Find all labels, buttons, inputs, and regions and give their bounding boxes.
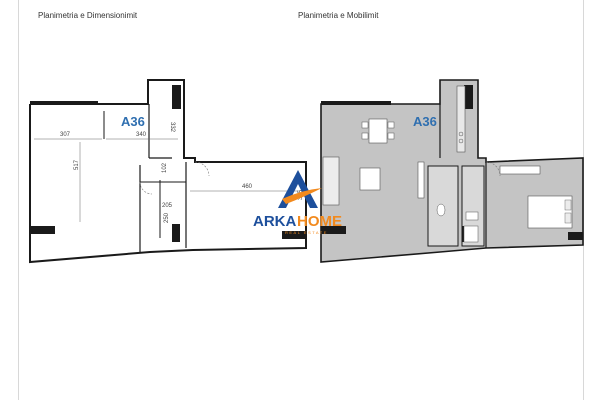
logo-roof-shape [278,170,318,208]
plan-left-outline [29,79,307,264]
sofa [322,156,340,206]
logo-tagline: REAL ESTATE [285,230,328,235]
dining-table [368,118,388,144]
wall-block [321,226,346,234]
chair [361,121,369,129]
door-swing [139,181,153,195]
pillow [564,212,572,224]
wardrobe [499,165,541,175]
dim-460: 460 [242,184,253,190]
wall-block [30,226,55,234]
cooktop-burner [458,131,464,137]
logo-text-home: HOME [297,213,342,230]
logo-text-arka: ARKA [253,213,296,230]
unit-label-right: A36 [413,114,437,129]
wall-block [172,85,181,109]
dimension-plan-title: Planimetria e Dimensionimit [38,11,138,20]
furniture-floor-plan: A36 [320,79,584,263]
wall-block [282,231,306,239]
coffee-table [359,167,381,191]
dim-340: 340 [136,132,147,138]
wall-block [321,101,391,105]
cooktop-burner [458,138,464,144]
wall-block [172,224,180,242]
arkahome-logo: ARKA HOME REAL ESTATE [253,170,342,235]
sink [465,211,479,221]
tv-cabinet [417,161,425,199]
bed [527,195,573,229]
toilet [436,203,446,217]
pillow [564,199,572,211]
dim-250: 250 [164,212,170,223]
dim-205: 205 [162,203,173,209]
dim-517: 517 [74,159,80,170]
door-swing [194,161,210,177]
dimension-floor-plan: A36 307 340 332 517 102 460 205 250 325 [29,79,307,264]
wall-block [464,85,473,109]
chair [387,121,395,129]
logo-swoosh [282,188,322,204]
furniture-plan-title: Planimetria e Mobilimit [298,11,379,20]
wall-block [30,101,98,105]
shower [463,225,479,243]
dim-307: 307 [60,132,71,138]
kitchen-counter [456,85,466,153]
unit-label-left: A36 [121,114,145,129]
dim-102: 102 [162,162,168,173]
dim-332: 332 [169,122,175,133]
door-swing [485,161,501,177]
wall-block [568,232,583,240]
left-frame-line [18,0,19,400]
chair [387,132,395,140]
chair [361,132,369,140]
